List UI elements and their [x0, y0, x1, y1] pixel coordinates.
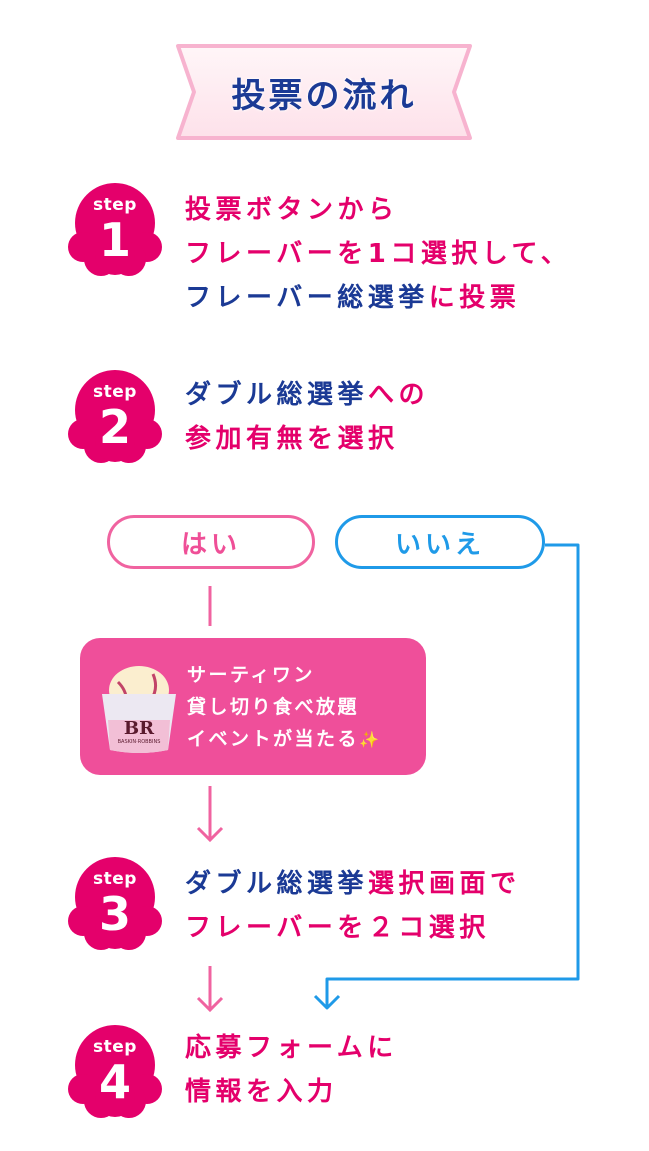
- description-line: 参加有無を選択: [185, 417, 429, 461]
- step-3-description: ダブル総選挙選択画面でフレーバーを２コ選択: [185, 862, 521, 950]
- text-segment: 投票ボタンから: [185, 195, 399, 225]
- text-segment: ダブル総選挙: [185, 380, 369, 410]
- step-4-description: 応募フォームに情報を入力: [185, 1026, 398, 1114]
- no-connector-arrow-icon: [313, 543, 580, 1010]
- step-number: 3: [98, 887, 131, 941]
- description-line: フレーバー総選挙に投票: [185, 276, 571, 320]
- description-line: フレーバーを２コ選択: [185, 906, 521, 950]
- yes-option-button[interactable]: はい: [107, 515, 315, 569]
- description-line: フレーバーを1コ選択して、: [185, 232, 571, 276]
- text-segment: 総選挙: [337, 283, 429, 313]
- step-number: 2: [98, 400, 131, 454]
- sparkle-icon: ✨: [359, 730, 379, 749]
- text-segment: 参加有無を選択: [185, 424, 399, 454]
- step-1-description: 投票ボタンからフレーバーを1コ選択して、フレーバー総選挙に投票: [185, 188, 571, 320]
- ice-cream-cup-image: BR BASKIN·ROBBINS: [102, 666, 176, 753]
- text-segment: 情報を入力: [185, 1077, 338, 1107]
- step-label: step: [93, 195, 137, 215]
- description-line: ダブル総選挙選択画面で: [185, 862, 521, 906]
- page-title: 投票の流れ: [231, 75, 417, 116]
- text-segment: フレーバーを２コ選択: [185, 913, 490, 943]
- step-label: step: [93, 382, 137, 402]
- text-segment: ダブル総選挙: [185, 869, 369, 899]
- cup-logo: BR: [124, 718, 155, 739]
- description-line: ダブル総選挙への: [185, 373, 429, 417]
- text-segment: フレーバーを1コ選択して、: [185, 239, 572, 269]
- svg-text:BASKIN·ROBBINS: BASKIN·ROBBINS: [118, 739, 161, 745]
- text-segment: 応募フォームに: [185, 1033, 398, 1063]
- prize-text: サーティワン 貸し切り食べ放題 イベントが当たる✨: [187, 659, 379, 756]
- text-segment: フレーバー: [185, 283, 338, 313]
- description-line: 投票ボタンから: [185, 188, 571, 232]
- description-line: 応募フォームに: [185, 1026, 398, 1070]
- text-segment: への: [368, 380, 430, 410]
- text-segment: 選択画面で: [368, 869, 521, 899]
- step-number: 1: [98, 213, 131, 267]
- text-segment: に投票: [428, 283, 521, 313]
- step-label: step: [93, 1037, 137, 1057]
- prize-line: 貸し切り食べ放題: [187, 696, 360, 718]
- no-option-button[interactable]: いいえ: [335, 515, 545, 569]
- prize-line: サーティワン: [187, 664, 315, 686]
- step-number: 4: [98, 1055, 131, 1109]
- step-2-description: ダブル総選挙への参加有無を選択: [185, 373, 429, 461]
- step-label: step: [93, 869, 137, 889]
- prize-line: イベントが当たる✨: [187, 728, 379, 750]
- description-line: 情報を入力: [185, 1070, 398, 1114]
- title-ribbon: [176, 44, 472, 140]
- pink-arrow-down-icon: [196, 966, 224, 1013]
- pink-arrow-down-icon: [196, 786, 224, 843]
